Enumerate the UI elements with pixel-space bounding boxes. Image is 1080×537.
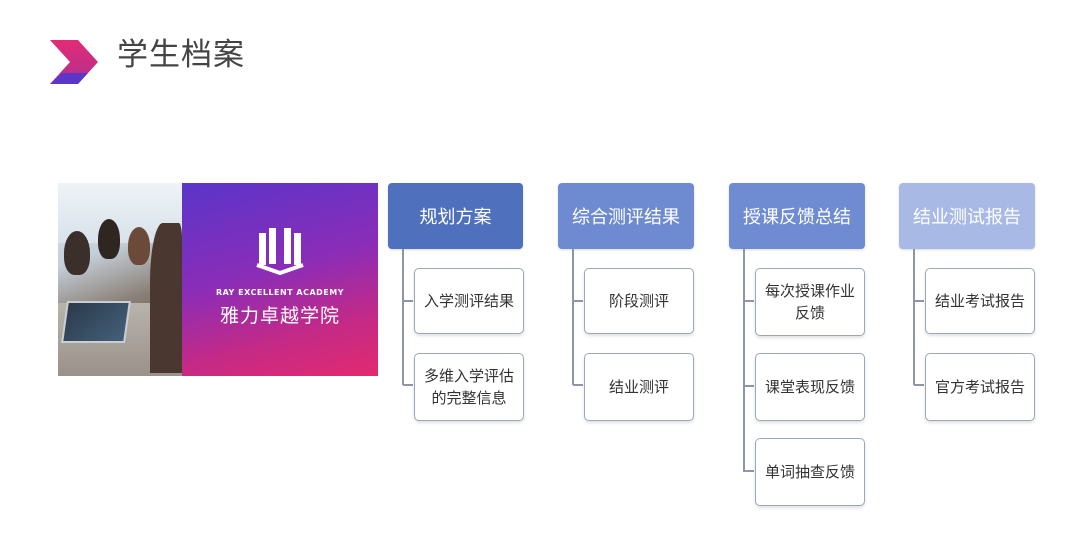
academy-banner: RAY EXCELLENT ACADEMY 雅力卓越学院 <box>58 183 378 376</box>
header-report: 结业测试报告 <box>899 183 1035 249</box>
assessment-item-stage: 阶段测评 <box>584 268 694 334</box>
header-label: 规划方案 <box>419 207 492 228</box>
report-item-final-exam: 结业考试报告 <box>925 268 1035 334</box>
feedback-item-vocab: 单词抽查反馈 <box>755 438 865 506</box>
header-label: 综合测评结果 <box>572 207 680 228</box>
brand-english-name: RAY EXCELLENT ACADEMY <box>215 288 345 297</box>
feedback-item-class: 课堂表现反馈 <box>755 353 865 421</box>
header-plan: 规划方案 <box>388 183 523 249</box>
header-label: 结业测试报告 <box>913 207 1021 228</box>
classroom-photo <box>58 183 182 376</box>
report-item-official-exam: 官方考试报告 <box>925 353 1035 421</box>
plan-item-entry-result: 入学测评结果 <box>414 268 524 334</box>
plan-item-full-info: 多维入学评估的完整信息 <box>414 353 524 421</box>
header-feedback: 授课反馈总结 <box>729 183 865 249</box>
brand-chinese-name: 雅力卓越学院 <box>219 305 340 327</box>
assessment-item-final: 结业测评 <box>584 353 694 421</box>
academy-brand-panel: RAY EXCELLENT ACADEMY 雅力卓越学院 <box>182 183 378 376</box>
header-assessment: 综合测评结果 <box>558 183 694 249</box>
header-label: 授课反馈总结 <box>743 207 851 228</box>
feedback-item-homework: 每次授课作业反馈 <box>755 268 865 336</box>
open-book-logo-icon <box>256 228 304 276</box>
chevron-logo-icon <box>50 40 98 84</box>
page-title: 学生档案 <box>117 37 245 73</box>
